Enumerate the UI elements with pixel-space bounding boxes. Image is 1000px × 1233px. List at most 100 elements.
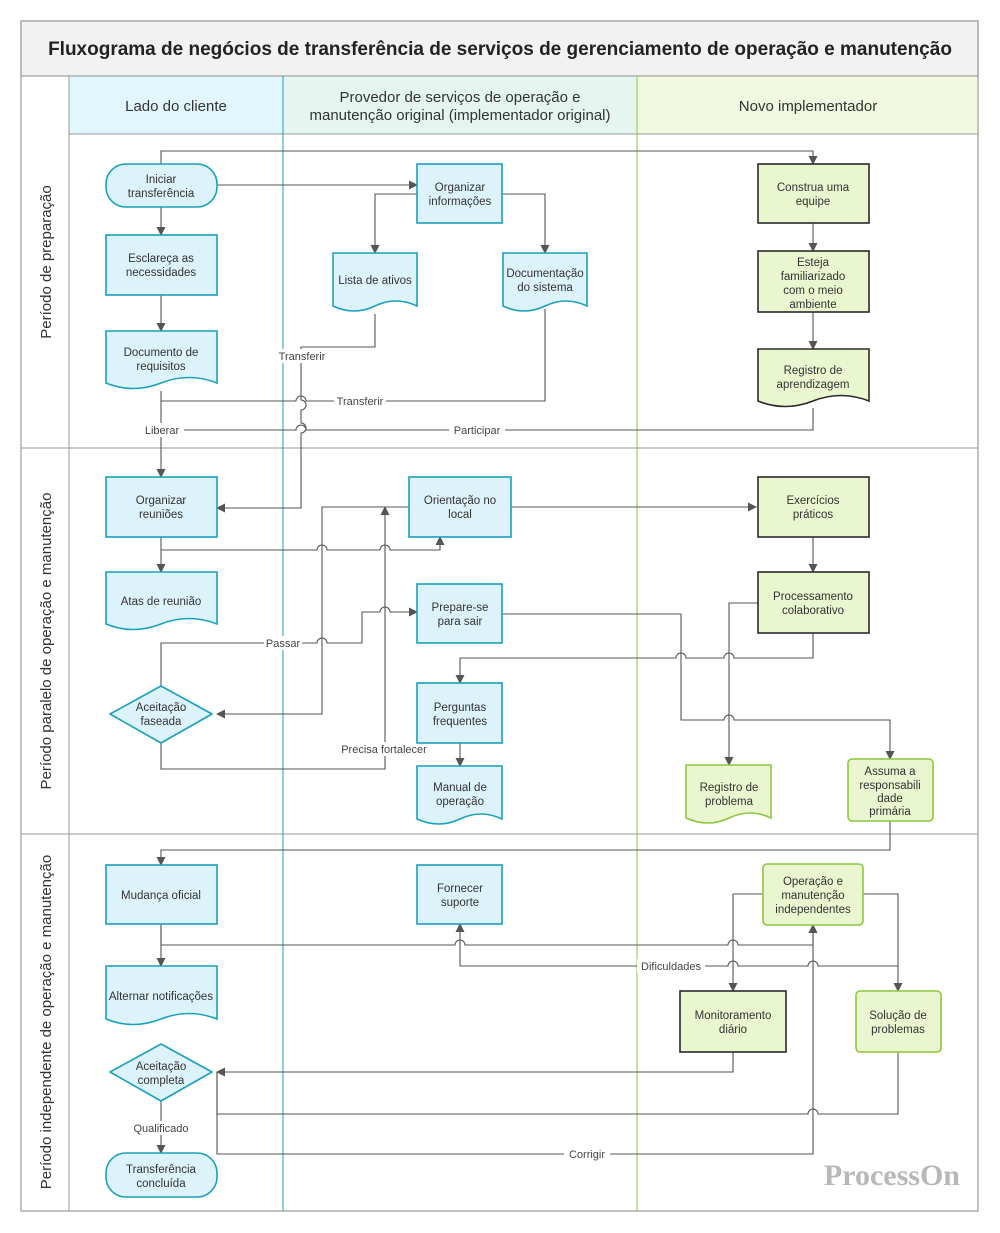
text-familiar-1: Esteja [797,257,830,269]
node-familiarizado[interactable] [757,250,870,313]
edge-registro-participar [161,408,814,431]
text-docsis-2: do sistema [517,282,573,294]
edge-processamento-perguntas [455,633,814,684]
node-exercicios-praticos[interactable] [757,476,870,538]
text-solucao-1: Solução de [869,1010,927,1022]
phase-label-independent: Período independente de operação e manut… [38,855,55,1189]
node-documento-requisitos[interactable] [105,330,218,390]
edge-monitoramento-aceitacao [216,1052,734,1077]
text-esclareca-1: Esclareça as [128,253,194,265]
text-assuma-1: Assuma a [864,766,916,778]
node-fornecer-suporte[interactable] [416,864,503,925]
node-atas-reuniao[interactable] [105,571,218,631]
node-operacao-independentes[interactable] [762,863,864,926]
edge-iniciar-construa [160,150,818,165]
text-concl-1: Transferência [126,1164,196,1176]
text-esclareca-2: necessidades [126,267,197,279]
edge-assuma-mudanca [156,821,891,866]
edge-dificuldades [455,923,898,967]
node-aceitacao-completa[interactable] [109,1043,213,1102]
edge-labels: Transferir Transferir Liberar Participar… [128,349,705,1161]
text-iniciar-2: transferência [128,188,195,200]
label-participar: Participar [454,425,501,437]
lane-provider-label-2: manutenção original (implementador origi… [310,107,611,124]
text-iniciar-1: Iniciar [146,174,177,186]
node-processamento-colaborativo[interactable] [757,571,870,634]
text-regaprend-2: aprendizagem [777,379,850,391]
text-lista-1: Lista de ativos [338,275,412,287]
text-fornecer-1: Fornecer [437,883,483,895]
lane-implementer-label: Novo implementador [739,98,877,115]
node-monitoramento-diario[interactable] [679,990,787,1053]
edge-lista-transferir [216,314,376,513]
text-alternar-1: Alternar notificações [109,991,213,1003]
node-alternar-notificacoes[interactable] [105,965,218,1026]
node-perguntas-frequentes[interactable] [416,682,503,744]
node-transferencia-concluida[interactable] [105,1152,218,1198]
edge-mudanca-operacao [160,924,818,946]
text-monit-2: diário [719,1024,747,1036]
text-monit-1: Monitoramento [695,1010,772,1022]
label-transferir-1: Transferir [279,351,326,363]
node-esclareca-necessidades[interactable] [105,234,218,296]
text-assuma-3: dade [877,793,903,805]
edges [156,150,903,1155]
edge-orientacao-aceitacao [216,506,409,719]
edge-operacao-monitoramento [728,893,763,992]
label-liberar: Liberar [145,425,180,437]
edge-docsis-transferir [161,309,546,402]
node-lista-ativos[interactable] [332,252,418,312]
processon-watermark: ProcessOn [824,1159,960,1192]
text-docreq-2: requisitos [136,361,185,373]
node-construa-equipe[interactable] [757,163,870,224]
edge-reunioes-orientacao [161,536,445,551]
text-orgreun-2: reuniões [139,509,183,521]
node-assuma-responsabilidade[interactable] [847,758,934,822]
text-orginfo-1: Organizar [435,182,486,194]
text-regprob-1: Registro de [700,782,759,794]
text-construa-2: equipe [796,196,831,208]
label-transferir-2: Transferir [337,396,384,408]
node-orientacao-local[interactable] [408,476,512,538]
node-registro-aprendizagem[interactable] [757,348,870,408]
edge-processamento-registro [724,602,758,766]
text-orient-1: Orientação no [424,495,496,507]
text-assuma-2: responsabili [859,780,920,792]
edge-corrigir [216,924,818,1155]
node-labels: Iniciar transferência Esclareça as neces… [109,174,927,1190]
node-organizar-reunioes[interactable] [105,476,218,538]
text-manual-2: operação [436,796,484,808]
text-docreq-1: Documento de [124,347,199,359]
node-mudanca-oficial[interactable] [105,864,218,925]
text-fornecer-2: suporte [441,897,479,909]
node-documentacao-sistema[interactable] [502,252,588,312]
title-bar [20,20,979,77]
text-proc-2: colaborativo [782,605,844,617]
node-aceitacao-faseada[interactable] [109,685,213,744]
node-manual-operacao[interactable] [416,765,503,825]
text-opind-1: Operação e [783,876,843,888]
text-acefas-1: Aceitação [136,702,187,714]
text-familiar-2: familiarizado [781,271,846,283]
node-iniciar-transferencia[interactable] [105,163,218,208]
lane-provider-label: Provedor de serviços de operação e [340,89,581,106]
label-dificuldades: Dificuldades [641,961,701,973]
node-prepare-sair[interactable] [416,583,503,644]
text-perg-2: frequentes [433,716,488,728]
text-opind-3: independentes [775,904,851,916]
text-docsis-1: Documentação [506,268,583,280]
text-familiar-3: com o meio [783,285,842,297]
text-familiar-4: ambiente [789,299,836,311]
text-prepare-1: Prepare-se [432,602,489,614]
node-organizar-informacoes[interactable] [416,163,503,224]
node-registro-problema[interactable] [685,764,772,824]
lane-header-client [68,75,284,135]
text-exerc-2: práticos [793,509,834,521]
node-solucao-problemas[interactable] [855,990,942,1053]
text-orginfo-2: informações [429,196,492,208]
text-atas-1: Atas de reunião [121,596,202,608]
label-qualificado: Qualificado [133,1123,188,1135]
edge-organizar-docsis [502,193,550,254]
lane-header-implementer [636,75,979,135]
